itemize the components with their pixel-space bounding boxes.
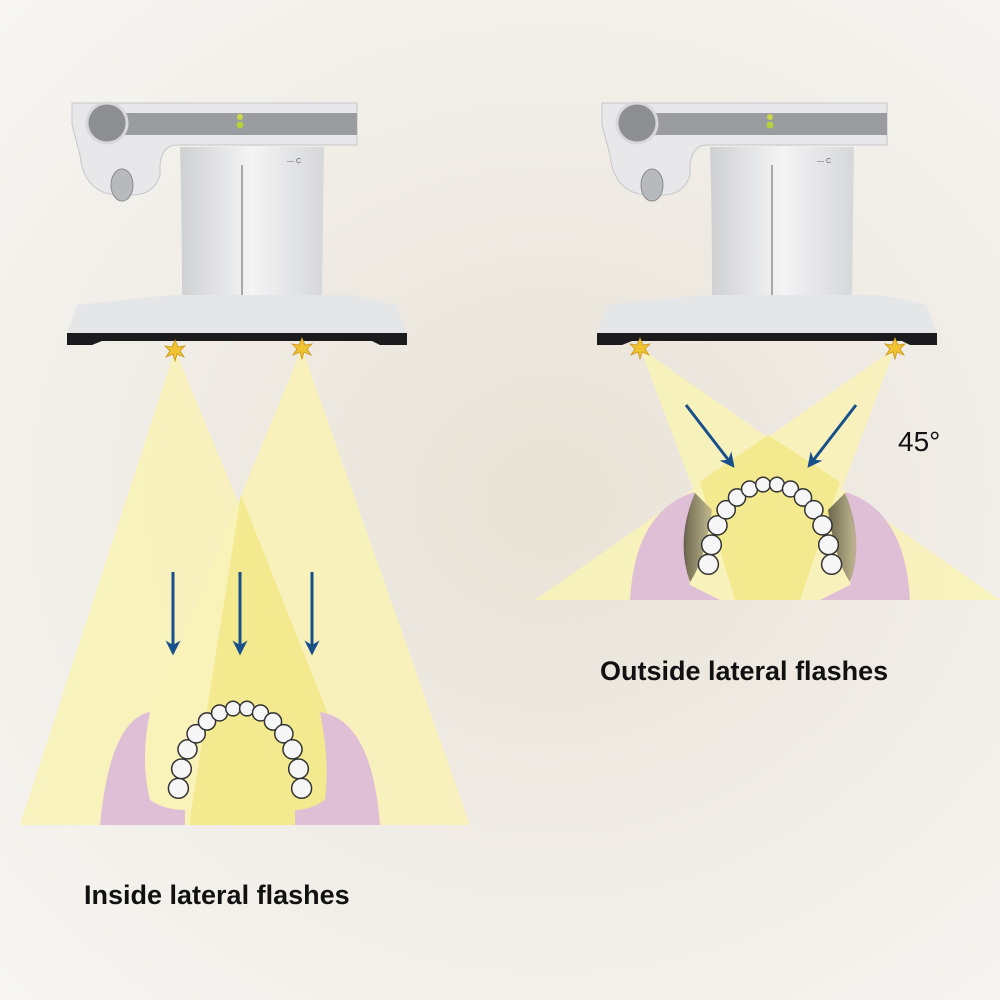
flash-direction-arrow [807,404,858,468]
tooth [167,777,190,800]
flash-icon [164,339,186,362]
gum-arch [100,712,380,825]
dental-arch-teeth [167,700,313,800]
tooth [224,700,242,717]
tooth [727,488,747,507]
intraoral-scanner-device [65,101,409,347]
outside-flashes-caption: Outside lateral flashes [600,656,889,686]
flash-icon [291,337,313,360]
tooth [186,723,207,744]
right-light-beam [105,348,470,825]
tooth [781,480,800,498]
beam-overlap [700,435,840,600]
outside-flashes-panel [535,101,1000,600]
tooth [817,534,840,556]
tooth [754,476,772,493]
tooth [251,704,270,722]
dental-arch-teeth [697,476,843,576]
tooth [290,777,313,800]
tooth [820,553,843,576]
tooth [177,739,198,760]
tooth [700,534,723,556]
tooth [803,499,824,520]
tooth [793,488,813,507]
intraoral-scanner-device [595,101,939,347]
tooth [812,515,833,536]
inside-flashes-caption: Inside lateral flashes [84,880,350,910]
flash-direction-arrow [684,404,735,468]
tooth [282,739,303,760]
tooth [170,758,193,780]
tooth [716,499,737,520]
tooth [707,515,728,536]
tooth [197,712,217,731]
inside-flashes-panel [20,101,470,825]
tooth [287,758,310,780]
tooth [263,712,283,731]
tooth [697,553,720,576]
gum-arch [630,492,910,600]
tooth [273,723,294,744]
angle-label: 45° [898,426,941,457]
